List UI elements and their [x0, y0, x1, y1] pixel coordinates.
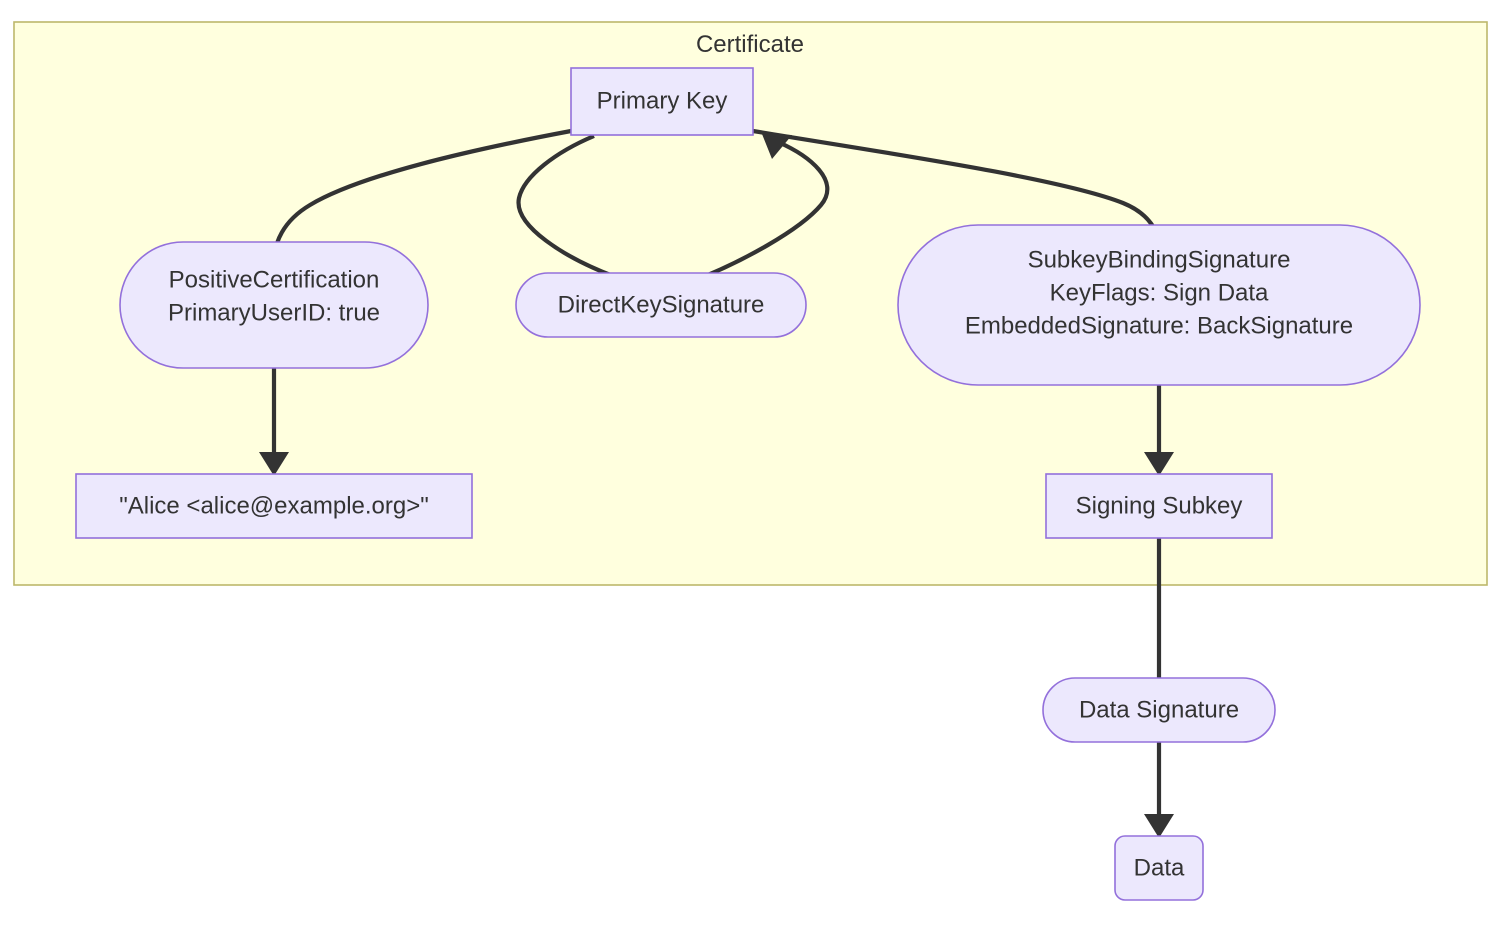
- node-positive-certification-label-line-1: PositiveCertification: [169, 266, 380, 293]
- node-positive-certification-shape[interactable]: [119, 241, 429, 369]
- node-primary-key[interactable]: Primary Key: [570, 67, 754, 136]
- node-signing-subkey-shape[interactable]: [1045, 473, 1273, 539]
- node-subkey-binding-signature-label-line-3: EmbeddedSignature: BackSignature: [965, 312, 1353, 339]
- node-user-id-shape[interactable]: [75, 473, 473, 539]
- arrowhead-to-primary-key: [762, 134, 792, 159]
- node-data[interactable]: Data: [1114, 835, 1204, 901]
- edge-primary-key-to-direct-key-signature: [516, 134, 632, 284]
- node-user-id[interactable]: "Alice <alice@example.org>": [75, 473, 473, 539]
- node-positive-certification[interactable]: PositiveCertification PrimaryUserID: tru…: [119, 241, 429, 369]
- node-user-id-label: "Alice <alice@example.org>": [119, 492, 429, 519]
- node-primary-key-label: Primary Key: [597, 87, 728, 114]
- cluster-certificate-label: Certificate: [696, 31, 804, 58]
- arrowhead-to-data: [1144, 814, 1174, 838]
- node-data-signature-shape[interactable]: [1042, 677, 1276, 743]
- node-primary-key-shape[interactable]: [570, 67, 754, 136]
- node-subkey-binding-signature-label-line-2: KeyFlags: Sign Data: [1050, 279, 1269, 306]
- node-direct-key-signature[interactable]: DirectKeySignature: [515, 272, 807, 338]
- node-subkey-binding-signature-shape[interactable]: [897, 224, 1421, 386]
- edge-direct-key-signature-to-primary-key: [692, 140, 830, 283]
- node-signing-subkey-label: Signing Subkey: [1076, 492, 1243, 519]
- node-data-shape[interactable]: [1114, 835, 1204, 901]
- node-data-signature[interactable]: Data Signature: [1042, 677, 1276, 743]
- node-data-signature-label: Data Signature: [1079, 696, 1239, 723]
- node-direct-key-signature-label: DirectKeySignature: [558, 291, 765, 318]
- arrowhead-to-signing-subkey: [1144, 452, 1174, 476]
- nodes-layer: Primary Key PositiveCertification Primar…: [75, 67, 1421, 901]
- node-signing-subkey[interactable]: Signing Subkey: [1045, 473, 1273, 539]
- node-subkey-binding-signature[interactable]: SubkeyBindingSignature KeyFlags: Sign Da…: [897, 224, 1421, 386]
- node-positive-certification-label-line-2: PrimaryUserID: true: [168, 299, 380, 326]
- node-data-label: Data: [1134, 854, 1185, 881]
- node-direct-key-signature-shape[interactable]: [515, 272, 807, 338]
- arrowhead-to-user-id: [259, 452, 289, 476]
- node-subkey-binding-signature-label-line-1: SubkeyBindingSignature: [1028, 246, 1291, 273]
